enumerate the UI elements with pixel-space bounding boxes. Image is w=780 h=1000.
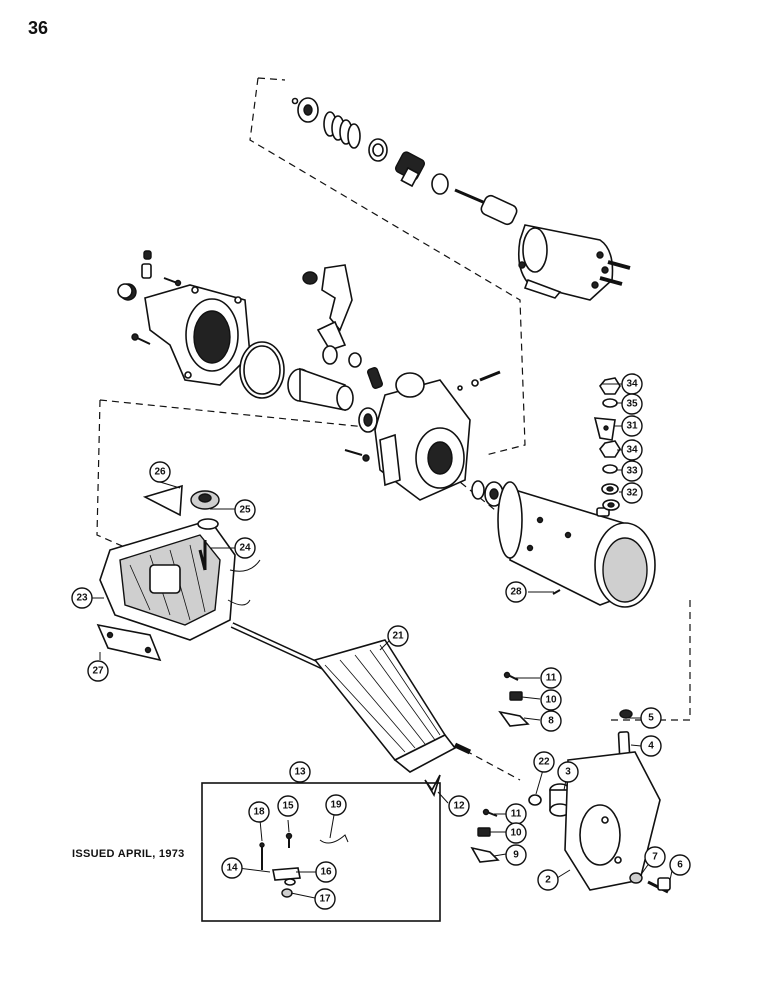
callout-4: 4 (640, 735, 662, 757)
callout-34-lower: 34 (621, 439, 643, 461)
svg-text:23: 23 (76, 593, 88, 604)
svg-text:25: 25 (239, 505, 251, 516)
svg-text:13: 13 (294, 767, 306, 778)
svg-text:10: 10 (510, 828, 522, 839)
callout-9: 9 (505, 844, 527, 866)
callout-21: 21 (387, 625, 409, 647)
callout-12: 12 (448, 795, 470, 817)
callout-35: 35 (621, 393, 643, 415)
shift-lever-and-drive (287, 264, 504, 507)
callout-24: 24 (234, 537, 256, 559)
field-frame-group-outline (96, 399, 691, 721)
svg-text:31: 31 (626, 421, 638, 432)
callout-11-upper: 11 (540, 667, 562, 689)
callout-11-lower: 11 (505, 803, 527, 825)
svg-text:11: 11 (511, 809, 522, 820)
issue-date: ISSUED APRIL, 1973 (72, 848, 185, 860)
svg-text:33: 33 (626, 466, 638, 477)
callout-31: 31 (621, 415, 643, 437)
svg-text:16: 16 (320, 867, 332, 878)
callout-34-upper: 34 (621, 373, 643, 395)
svg-text:9: 9 (513, 850, 519, 861)
svg-text:22: 22 (538, 757, 550, 768)
leader-lines (92, 383, 674, 899)
svg-text:6: 6 (677, 860, 683, 871)
svg-text:19: 19 (330, 800, 342, 811)
solenoid-group-outline (249, 77, 526, 456)
page-number: 36 (28, 18, 49, 38)
callout-14: 14 (221, 857, 243, 879)
svg-text:12: 12 (453, 801, 465, 812)
callout-2: 2 (537, 869, 559, 891)
callout-13: 13 (289, 761, 311, 783)
callout-15: 15 (277, 795, 299, 817)
callout-16: 16 (315, 861, 337, 883)
callout-28: 28 (505, 581, 527, 603)
callout-5: 5 (640, 707, 662, 729)
callout-26: 26 (149, 461, 171, 483)
svg-text:5: 5 (648, 713, 654, 724)
svg-text:27: 27 (92, 666, 104, 677)
svg-text:26: 26 (154, 467, 166, 478)
svg-text:32: 32 (626, 488, 638, 499)
svg-text:18: 18 (253, 807, 265, 818)
callout-6: 6 (669, 854, 691, 876)
callout-17: 17 (314, 888, 336, 910)
brush-plate (96, 623, 162, 662)
svg-text:35: 35 (626, 399, 638, 410)
terminal-hardware (593, 377, 621, 511)
callout-8: 8 (540, 710, 562, 732)
callout-22: 22 (533, 751, 555, 773)
field-coils (99, 519, 261, 641)
svg-text:3: 3 (565, 767, 571, 778)
solenoid-assembly (291, 97, 631, 301)
svg-text:8: 8 (548, 716, 554, 727)
brush-hardware (424, 671, 530, 863)
pole-shoe-hardware (142, 484, 220, 570)
inset-box (201, 782, 441, 922)
svg-text:28: 28 (510, 587, 522, 598)
callout-27: 27 (87, 660, 109, 682)
inset-hardware (259, 832, 349, 898)
svg-text:34: 34 (626, 445, 638, 456)
svg-text:21: 21 (392, 631, 404, 642)
callout-33: 33 (621, 460, 643, 482)
callout-10-lower: 10 (505, 822, 527, 844)
svg-text:2: 2 (545, 875, 551, 886)
callout-10-upper: 10 (540, 689, 562, 711)
svg-text:17: 17 (319, 894, 331, 905)
svg-text:11: 11 (546, 673, 557, 684)
callout-7: 7 (644, 846, 666, 868)
svg-text:15: 15 (282, 801, 294, 812)
callout-25: 25 (234, 499, 256, 521)
svg-text:14: 14 (226, 863, 238, 874)
callout-23: 23 (71, 587, 93, 609)
svg-text:34: 34 (626, 379, 638, 390)
callout-19: 19 (325, 794, 347, 816)
callout-18: 18 (248, 801, 270, 823)
callout-32: 32 (621, 482, 643, 504)
callout-3: 3 (557, 761, 579, 783)
drive-end-housing (117, 250, 285, 399)
svg-text:10: 10 (545, 695, 557, 706)
armature (230, 622, 472, 773)
field-frame (497, 481, 656, 608)
svg-text:7: 7 (652, 852, 658, 863)
svg-text:4: 4 (648, 741, 654, 752)
svg-text:24: 24 (239, 543, 251, 554)
